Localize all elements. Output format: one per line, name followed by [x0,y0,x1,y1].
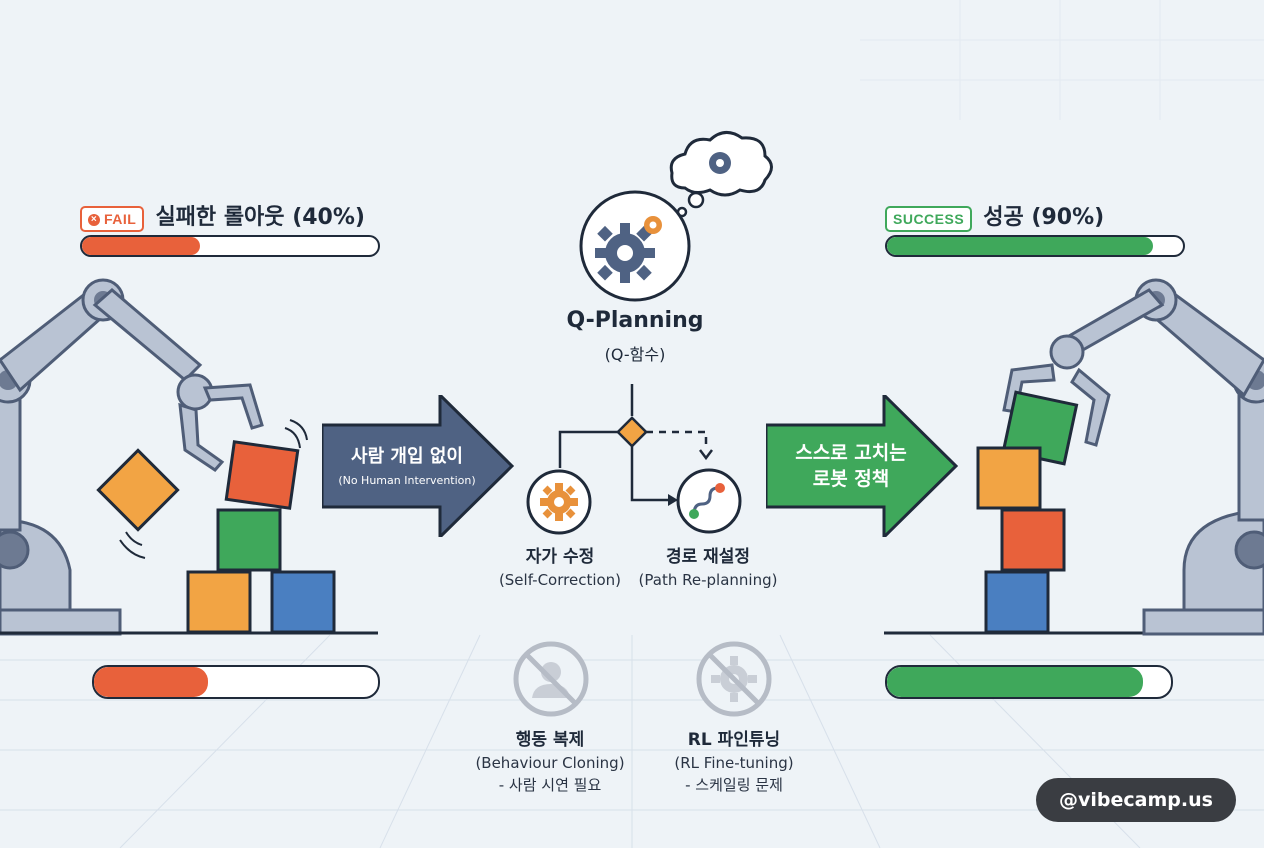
fail-progress-bottom [92,665,380,699]
no-gear-icon [696,641,772,717]
success-robot-scene [884,278,1264,636]
arrow-no-human-text: 사람 개입 없이 (No Human Intervention) [322,442,492,487]
arrow-self-fix-text: 스스로 고치는 로봇 정책 [766,440,936,492]
rl-finetuning-title: RL 파인튜닝 [687,730,781,750]
behaviour-cloning-note: - 사람 시연 필요 [498,776,602,794]
q-planning-title: Q-Planning [566,308,704,333]
self-correction-node [526,469,592,535]
decision-diamond [616,416,648,448]
arrow-no-human-line2: (No Human Intervention) [338,474,476,487]
fail-tag: ×FAIL [80,206,145,232]
arrow-self-fix-line1: 스스로 고치는 [795,442,907,464]
path-replanning-subtitle: (Path Re-planning) [638,571,778,589]
behaviour-cloning-title: 행동 복제 [515,730,585,750]
success-tag: SUCCESS [885,206,973,232]
q-planning-subtitle: (Q-함수) [604,345,666,364]
robot-base-left [0,608,122,636]
thought-cloud-icon [669,131,773,218]
q-planning-diagram [558,131,773,506]
fail-title: 실패한 롤아웃 (40%) [155,205,365,230]
behaviour-cloning-subtitle: (Behaviour Cloning) [475,754,625,772]
self-correction-labels: 자가 수정 (Self-Correction) [480,542,640,589]
success-title: 성공 (90%) [983,205,1105,230]
arrow-self-fix [766,395,958,537]
arrow-no-human-line1: 사람 개입 없이 [351,446,463,467]
falling-block [96,448,180,532]
self-correction-subtitle: (Self-Correction) [498,571,622,589]
orange-gear-icon [540,483,578,521]
fail-robot-scene [0,278,378,636]
arrow-self-fix-line2: 로봇 정책 [812,468,890,490]
rl-finetuning-note: - 스케일링 문제 [685,776,783,794]
rl-finetuning-subtitle: (RL Fine-tuning) [674,754,794,772]
success-progress-top [885,235,1185,257]
q-planning-labels: Q-Planning (Q-함수) [535,308,735,365]
vibecamp-badge: @vibecamp.us [1036,778,1236,822]
arrow-no-human [322,395,514,537]
success-header: SUCCESS 성공 (90%) [885,199,1104,232]
success-progress-bottom [885,665,1173,699]
fail-header: ×FAIL 실패한 롤아웃 (40%) [80,199,365,232]
fail-x-icon: × [88,214,100,227]
rl-finetuning-labels: RL 파인튜닝 (RL Fine-tuning) - 스케일링 문제 [634,725,834,795]
path-replanning-labels: 경로 재설정 (Path Re-planning) [628,542,788,589]
self-correction-title: 자가 수정 [525,547,595,567]
route-icon [689,483,725,519]
path-replanning-title: 경로 재설정 [665,547,751,567]
behaviour-cloning-labels: 행동 복제 (Behaviour Cloning) - 사람 시연 필요 [450,725,650,795]
fail-progress-top [80,235,380,257]
no-person-icon [513,641,589,717]
path-replanning-node [676,468,742,534]
